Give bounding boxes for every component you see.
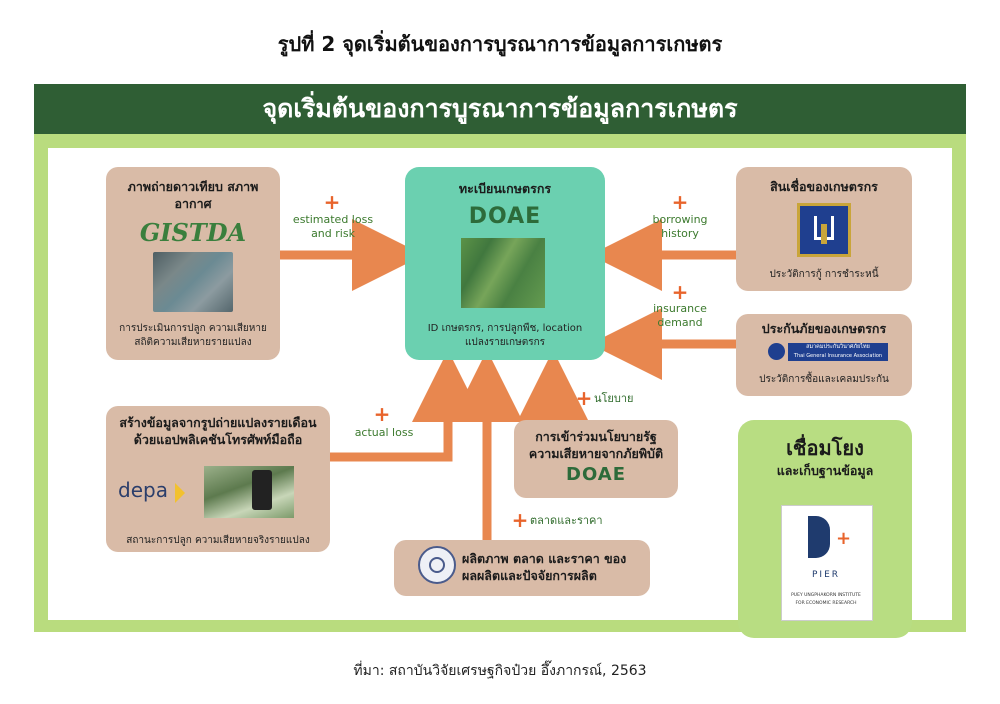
depa-logo-text: depa [118,478,168,502]
policy-doae-logo: DOAE [566,464,626,485]
plus-insurance: + [671,280,689,304]
tgia-logo-text-en: Thai General Insurance Association [793,353,883,359]
label-gistda: estimated loss and risk [292,213,374,240]
depa-logo: depa [118,478,198,506]
pier-caption-1: PUEY UNGPHAKORN INSTITUTE [791,593,861,598]
node-credit-title: สินเชื่อของเกษตรกร [770,179,878,194]
satellite-image [153,252,233,312]
banner-title: จุดเริ่มต้นของการบูรณาการข้อมูลการเกษตร [262,94,738,123]
plus-gistda: + [323,190,341,214]
figure-title: รูปที่ 2 จุดเริ่มต้นของการบูรณาการข้อมูล… [277,32,723,56]
node-gistda-subtitle: การประเมินการปลูก ความเสียหาย สถิติความเ… [119,323,267,348]
plus-policy: + [575,386,593,410]
node-insurance-title: ประกันภัยของเกษตรกร [761,321,887,336]
oae-seal-icon [418,546,456,584]
node-policy-title: การเข้าร่วมนโยบายรัฐ ความเสียหายจากภัยพิ… [528,429,664,461]
registry-doae-logo: DOAE [468,204,542,229]
node-link-title: เชื่อมโยง [786,436,864,460]
baac-logo-icon [797,203,851,257]
node-insurance-subtitle: ประวัติการซื้อและเคลมประกัน [759,374,889,385]
node-policy [514,420,678,498]
farmland-image [461,238,545,308]
arrow-depa [330,350,484,462]
node-depa-title: สร้างข้อมูลจากรูปถ่ายแปลงรายเดือน ด้วยแอ… [119,415,317,447]
tgia-logo-text: สมาคมประกันวินาศภัยไทย [806,344,870,350]
node-market-title: ผลิตภาพ ตลาด และราคา ของผลผลิตและปัจจัยก… [462,551,627,583]
tgia-logo: สมาคมประกันวินาศภัยไทย Thai General Insu… [768,341,888,363]
banner [34,84,966,134]
node-registry-subtitle: ID เกษตรกร, การปลูกพืช, location แปลงราย… [427,323,583,348]
node-depa-subtitle: สถานะการปลูก ความเสียหายจริงรายแปลง [126,535,310,546]
pier-logo-icon [808,516,830,558]
plus-depa: + [373,402,391,426]
node-registry-title: ทะเบียนเกษตรกร [458,181,552,196]
node-credit-subtitle: ประวัติการกู้ การชำระหนี้ [769,269,879,280]
label-insurance: insurance demand [653,302,707,329]
pier-logo-text: PIER [811,570,841,580]
label-policy: นโยบาย [594,392,634,405]
gistda-logo-text: GISTDA [139,218,247,247]
pier-caption-2: FOR ECONOMIC RESEARCH [795,601,857,606]
gistda-logo: GISTDA [130,218,256,248]
label-credit: borrowing history [652,213,708,240]
label-depa: actual loss [354,426,414,439]
mobile-photo-image [204,466,294,518]
node-gistda-title: ภาพถ่ายดาวเทียบ สภาพอากาศ [127,179,259,211]
tgia-logo-icon [768,343,785,360]
plus-credit: + [671,190,689,214]
tgia-logo-band [788,343,888,361]
plus-market: + [511,508,529,532]
source-note: ที่มา: สถาบันวิจัยเศรษฐกิจป๋วย อึ๊งภากรณ… [353,663,647,679]
pier-plus-icon: + [836,528,852,549]
node-link-subtitle: และเก็บฐานข้อมูล [776,463,874,478]
depa-logo-mark-icon [175,482,186,503]
label-market: ตลาดและราคา [530,514,603,527]
phone-icon [252,470,272,510]
